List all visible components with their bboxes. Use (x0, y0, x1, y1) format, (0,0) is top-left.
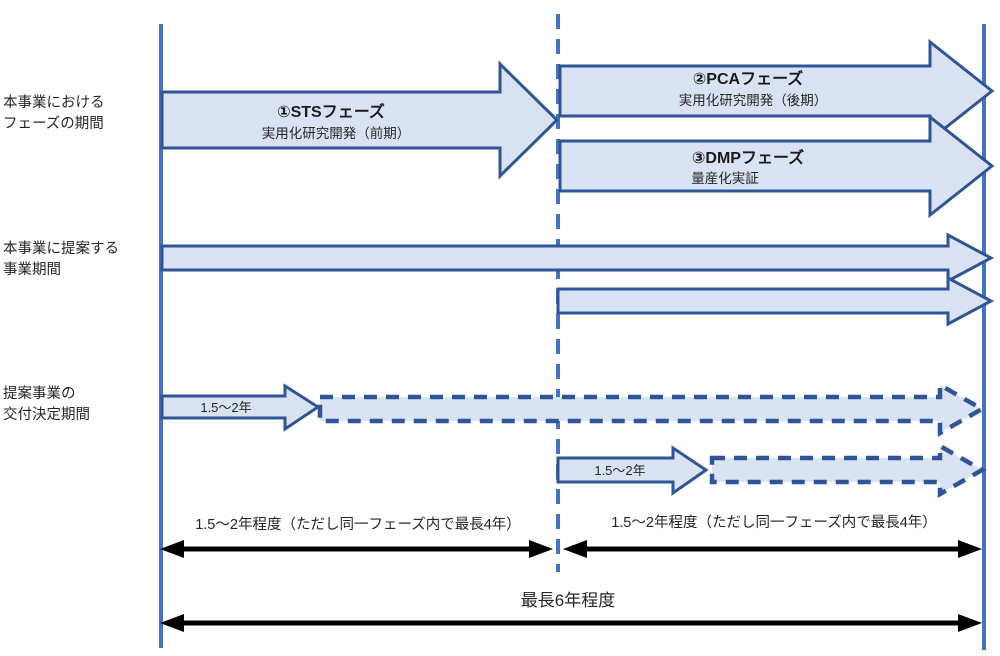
measure-arrow-right (563, 540, 982, 558)
arrowhead-right-icon (529, 540, 553, 558)
grant-duration-label-first: 1.5～2年 (200, 400, 251, 415)
grant-duration-label-second: 1.5～2年 (594, 463, 645, 478)
arrowhead-right-icon (958, 540, 982, 558)
pca-phase-title: ②PCAフェーズ (693, 69, 804, 88)
grant-extension-dashed-arrow-second (709, 442, 987, 498)
row-label-business-line1: 本事業に提案する (3, 239, 119, 257)
row-label-business-line2: 事業期間 (3, 261, 61, 278)
business-period-arrow-second (556, 275, 995, 327)
arrowhead-left-icon (563, 540, 587, 558)
dmp-phase-arrow (558, 113, 995, 219)
row-label-grant-line2: 交付決定期間 (3, 405, 90, 423)
dmp-phase-subtitle: 量産化実証 (691, 171, 759, 186)
dmp-phase-title: ③DMPフェーズ (692, 148, 804, 167)
pca-phase-arrow (558, 38, 995, 144)
measure-arrow-left (160, 540, 553, 558)
pca-phase-subtitle: 実用化研究開発（後期） (679, 93, 828, 108)
measure-label-left: 1.5～2年程度（ただし同一フェーズ内で最長4年） (195, 516, 521, 533)
business-period-arrow-full (160, 232, 995, 284)
row-label-phase-line2: フェーズの期間 (3, 115, 104, 132)
row-label-grant-line1: 提案事業の (3, 384, 76, 402)
sts-phase-title: ①STSフェーズ (277, 102, 385, 121)
grant-extension-dashed-arrow-first (317, 381, 987, 437)
measure-arrow-total (160, 614, 982, 632)
arrowhead-left-icon (160, 540, 184, 558)
measure-label-total: 最長6年程度 (521, 591, 615, 610)
grant-decision-arrow-first (160, 383, 321, 432)
sts-phase-arrow (160, 60, 560, 180)
measure-label-right: 1.5～2年程度（ただし同一フェーズ内で最長4年） (611, 514, 937, 531)
row-label-phase-line1: 本事業における (3, 94, 105, 111)
arrowhead-left-icon (160, 614, 184, 632)
arrowhead-right-icon (958, 614, 982, 632)
grant-decision-arrow-second (556, 445, 709, 496)
sts-phase-subtitle: 実用化研究開発（前期） (262, 125, 411, 141)
